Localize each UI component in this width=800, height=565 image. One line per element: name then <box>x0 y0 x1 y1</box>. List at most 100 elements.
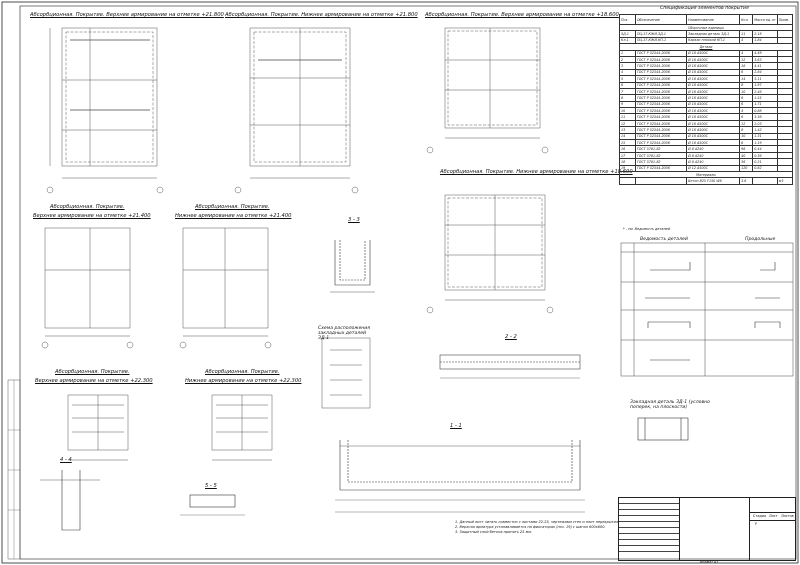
spec-cell: Бетон В25 F150 W6 <box>686 177 741 185</box>
spec-cell: ГОСТ Р 52544-2006 <box>634 113 688 121</box>
stamp-sheets-label: Листов <box>781 514 794 518</box>
spec-cell: 14 <box>739 75 754 83</box>
spec-cell: 10 <box>739 87 754 96</box>
plan-2 <box>234 27 359 194</box>
title-plan-6b: Нижнее армирование на отметке +21.400 <box>175 213 292 219</box>
plan-8 <box>211 394 273 461</box>
plan-5 <box>41 227 134 349</box>
bending-schedule <box>620 242 794 377</box>
spec-cell <box>776 75 794 83</box>
spec-cell: 6 <box>739 113 754 121</box>
title-plan-5a: Абсорбционная. Покрытие. <box>50 204 125 210</box>
spec-section-row: Сборочные единицы <box>619 23 793 32</box>
plan-3 <box>426 27 549 154</box>
title-section-3-3: 3 - 3 <box>348 217 360 223</box>
spec-cell: ГОСТ Р 52544-2006 <box>634 75 688 83</box>
spec-cell: ГОСТ Р 52544-2006 <box>634 81 688 89</box>
spec-cell <box>776 119 794 128</box>
spec-cell: 6 <box>739 94 754 102</box>
title-plan-3: Абсорбционная. Покрытие. Верхнее армиров… <box>425 12 619 18</box>
note-1: 1. Данный лист читать совместно с листам… <box>455 520 620 524</box>
spec-head-cell: Обозначение <box>634 14 688 25</box>
spec-cell <box>776 62 794 70</box>
notes: 1. Данный лист читать совместно с листам… <box>455 520 619 535</box>
spec-cell <box>619 177 636 185</box>
format-label: Формат А3 <box>700 560 719 564</box>
title-plan-4: Абсорбционная. Покрытие. Нижнее армирова… <box>440 169 633 175</box>
stamp-stage-value: Р <box>755 522 758 526</box>
plan-4 <box>426 194 554 314</box>
spec-section-cell: Сборочные единицы <box>619 23 793 32</box>
title-plan-2: Абсорбционная. Покрытие. Нижнее армирова… <box>225 12 418 18</box>
title-plan-1: Абсорбционная. Покрытие. Верхнее армиров… <box>30 12 224 18</box>
title-plan-8b: Нижнее армирование на отметке +22.300 <box>185 378 302 384</box>
note-3: 3. Защитный слой бетона принять 25 мм. <box>455 530 532 534</box>
spec-cell: 4 <box>739 107 754 115</box>
spec-cell <box>776 81 794 89</box>
section-3-3 <box>330 240 375 293</box>
spec-cell: 6 <box>739 68 754 77</box>
spec-cell: ГОСТ Р 52544-2006 <box>634 107 688 115</box>
title-scheme-zd1: Схема расположения закладных деталей ЗД-… <box>318 326 371 341</box>
title-bending: Ведомость деталей <box>640 237 688 242</box>
spec-head-cell: Наименование <box>686 14 741 25</box>
spec-head-row: Поз. Обозначение Наименование Кол. Масса… <box>619 14 794 25</box>
spec-cell: ГОСТ Р 52544-2006 <box>634 87 688 96</box>
title-plan-6a: Абсорбционная. Покрытие. <box>195 204 270 210</box>
spec-head-cell: Кол. <box>739 14 754 25</box>
title-plan-7a: Абсорбционная. Покрытие. <box>55 369 130 375</box>
spec-cell: 3.6 <box>739 177 754 185</box>
title-block: Стадия Лист Листов Р <box>618 497 796 561</box>
spec-cell: ГОСТ Р 52544-2006 <box>634 119 688 128</box>
section-5-5 <box>180 494 245 516</box>
spec-head-cell: Поз. <box>619 14 636 25</box>
title-plan-7b: Верхнее армирование на отметке +22.300 <box>35 378 153 384</box>
spec-cell: 12 <box>739 119 754 128</box>
spec-cell <box>752 177 778 185</box>
section-2-2 <box>439 354 581 379</box>
spec-cell: ГОСТ Р 52544-2006 <box>634 100 688 109</box>
title-bending-right: Продольные <box>745 237 776 242</box>
spec-table: Поз. Обозначение Наименование Кол. Масса… <box>619 14 794 185</box>
title-section-4-4: 4 - 4 <box>60 457 72 463</box>
detail-zd1 <box>637 417 689 441</box>
title-plan-5b: Верхнее армирование на отметке +21.400 <box>33 213 151 219</box>
title-detail-zd1: Закладная деталь ЗД-1 (условно поперек, … <box>630 400 710 410</box>
title-plan-8a: Абсорбционная. Покрытие. <box>205 369 280 375</box>
spec-cell <box>634 177 688 185</box>
title-section-2-2: 2 - 2 <box>505 334 517 340</box>
spec-head-cell: Масса ед. кг <box>752 14 778 25</box>
spec-cell: ГОСТ Р 52544-2006 <box>634 62 688 70</box>
spec-head-cell: Прим. <box>776 14 794 25</box>
title-section-5-5: 5 - 5 <box>205 483 217 489</box>
stamp-sheet-label: Лист <box>769 514 778 518</box>
spec-cell <box>776 68 794 77</box>
section-1-1 <box>335 440 585 513</box>
scheme-zd1 <box>321 337 371 409</box>
spec-cell <box>776 107 794 115</box>
plan-7 <box>67 394 129 461</box>
title-section-1-1: 1 - 1 <box>450 423 462 429</box>
spec-cell: ГОСТ Р 52544-2006 <box>634 94 688 102</box>
note-2: 2. Верхняя арматура устанавливается на ф… <box>455 525 606 529</box>
section-4-4 <box>40 470 100 531</box>
spec-cell: 8 <box>739 81 754 89</box>
spec-cell: м3 <box>776 177 794 185</box>
plan-1 <box>46 27 164 194</box>
spec-cell: 18 <box>739 62 754 70</box>
spec-cell <box>776 100 794 109</box>
